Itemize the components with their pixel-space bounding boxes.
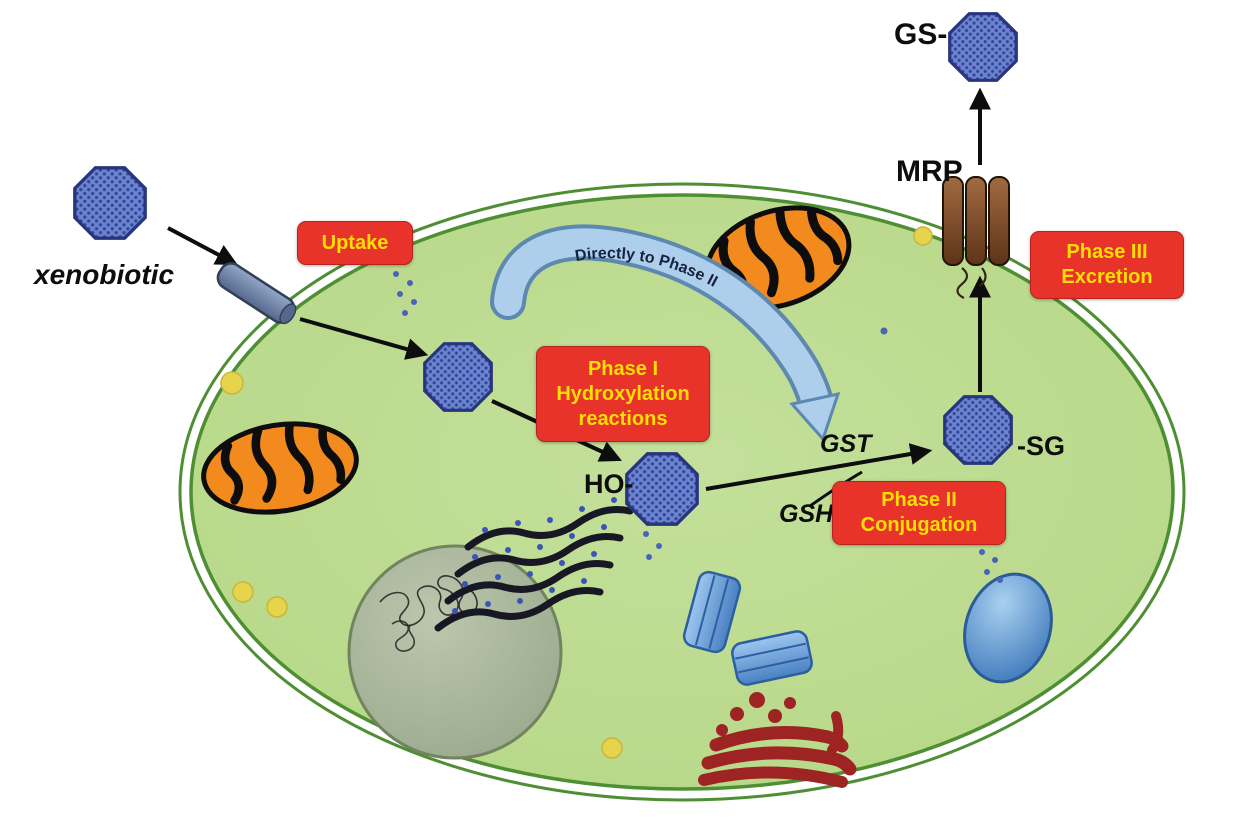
phase2-box-line: Conjugation [860,514,978,536]
conjugated-xenobiotic-octagon [943,395,1013,465]
xenobiotic-octagon-cytosol [423,342,493,412]
excreted-xenobiotic-octagon [948,12,1018,82]
uptake-box-line: Uptake [321,231,389,254]
arrow-xenobiotic-to-membrane [167,226,238,266]
gs-label: GS- [894,18,948,51]
protein-bundle-left [682,570,742,654]
blue-specks [393,271,1003,583]
phase1-box-line: reactions [578,407,668,430]
uptake-transporter [216,262,297,325]
arrow-uptake-into-cell [299,317,429,360]
golgi-apparatus [698,692,857,788]
nucleus [347,544,563,760]
hydroxylated-xenobiotic-octagon [625,452,699,526]
sg-label: -SG [1017,431,1066,461]
mrp-label: MRP [896,155,963,188]
mitochondrion-left [201,421,359,515]
phase3-box-line: Phase III [1066,241,1148,263]
phase1-box: Phase I Hydroxylation reactions [536,346,710,442]
xenobiotic-octagon-outside [73,166,147,240]
xenobiotic-label: xenobiotic [34,259,175,290]
phase3-box-line: Excretion [1061,266,1153,288]
mrp-transporter [942,176,1010,299]
phase2-box-line: Phase II [881,489,957,511]
phase1-box-line: Phase I [587,357,659,380]
yellow-vesicles [220,226,933,759]
mrp-tail-squiggle [956,267,987,299]
vacuole [963,572,1053,684]
chromatin-scribble [379,575,478,627]
protein-bundle-right [731,630,813,686]
rough-er [434,497,630,632]
arrow-phase2 [705,443,933,491]
direct-phase2-swoosh: Directly to Phase II [490,224,841,442]
phase1-box-line: Hydroxylation [556,382,690,405]
uptake-box: Uptake [297,221,413,265]
phase2-box: Phase II Conjugation [832,481,1006,545]
gst-label: GST [820,430,872,458]
phase3-box: Phase III Excretion [1030,231,1184,299]
ho-label: HO- [584,469,634,499]
gsh-label: GSH [779,500,834,528]
